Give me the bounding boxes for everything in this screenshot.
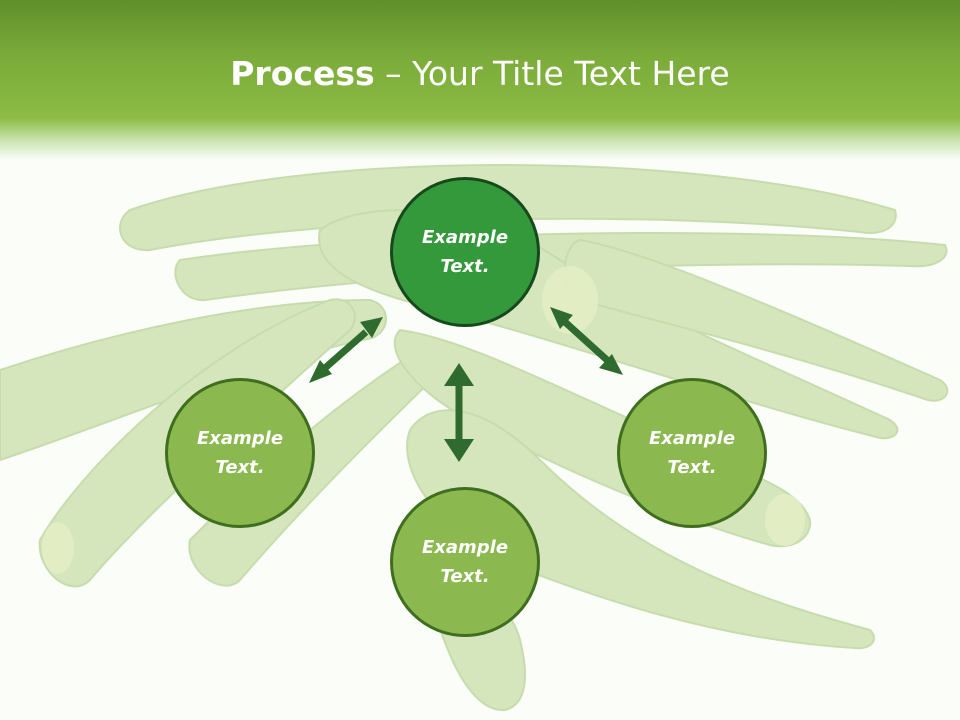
process-node-left[interactable]: Example Text. — [165, 378, 315, 528]
title-strong: Process — [230, 54, 375, 93]
arrow-top-left — [309, 317, 383, 383]
title-banner — [0, 0, 960, 160]
node-top-label: Example Text. — [421, 227, 509, 277]
arrow-top-right — [550, 307, 623, 375]
process-node-bottom[interactable]: Example Text. — [390, 487, 540, 637]
node-bottom-label: Example Text. — [421, 537, 509, 587]
slide-title: Process – Your Title Text Here — [0, 52, 960, 96]
process-node-top[interactable]: Example Text. — [390, 177, 540, 327]
node-right-label: Example Text. — [648, 428, 736, 478]
process-node-right[interactable]: Example Text. — [617, 378, 767, 528]
arrow-top-bottom — [444, 363, 474, 462]
title-rest: – Your Title Text Here — [374, 54, 730, 93]
node-left-label: Example Text. — [196, 428, 284, 478]
